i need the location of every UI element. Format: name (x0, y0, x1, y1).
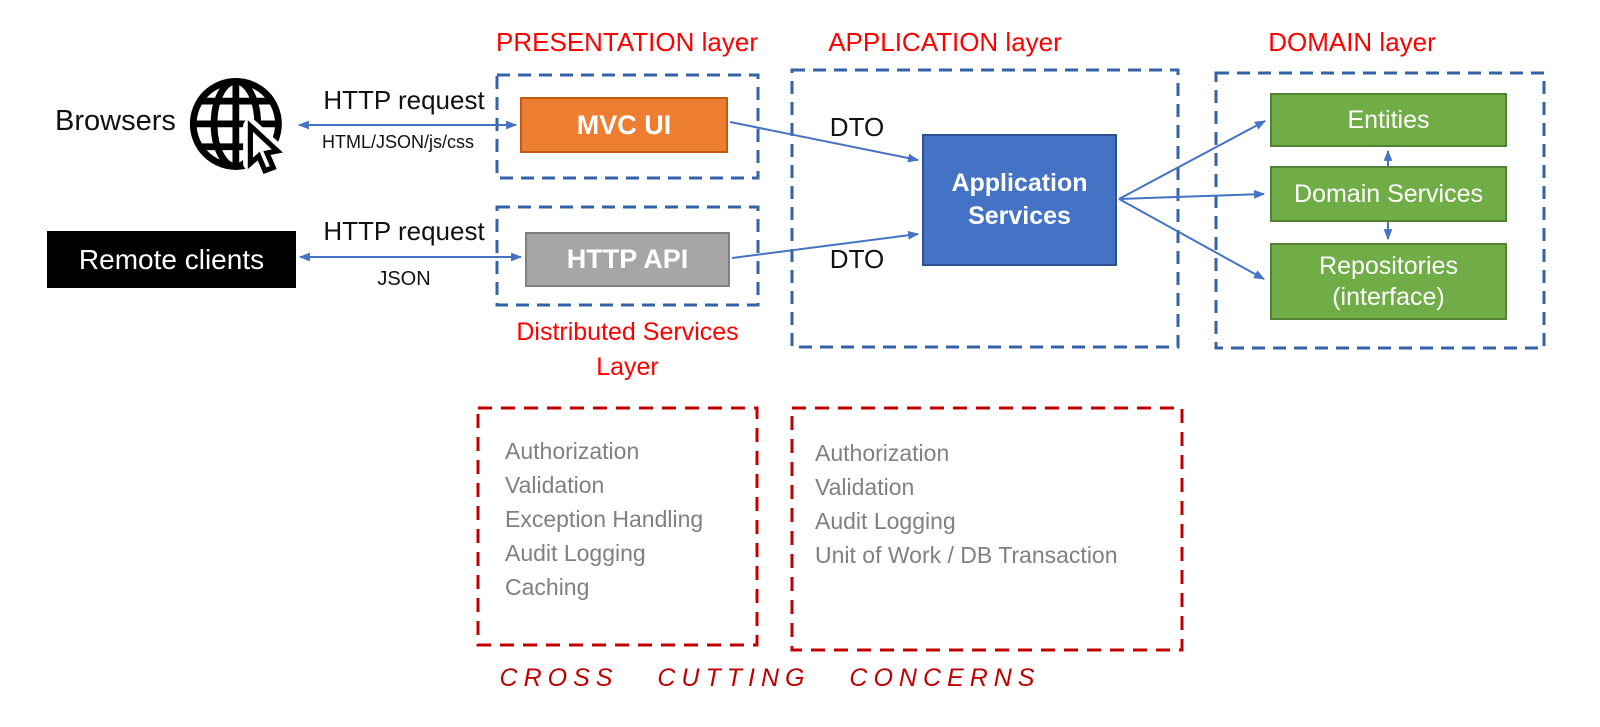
concern-item: Validation (815, 474, 915, 500)
browsers-label: Browsers (55, 105, 176, 137)
repositories-line2: (interface) (1332, 282, 1445, 311)
browser-response-label: HTML/JSON/js/css (321, 132, 475, 152)
application-layer-heading: APPLICATION layer (828, 27, 1062, 57)
mvcui-appservices-arrow (729, 121, 920, 163)
concern-item: Audit Logging (505, 540, 646, 566)
application-services-line1: Application (951, 169, 1088, 197)
entities-node: Entities (1270, 93, 1507, 147)
remote-response-label: JSON (377, 268, 431, 290)
domain-layer-heading: DOMAIN layer (1268, 27, 1436, 57)
concern-item: Authorization (815, 440, 950, 466)
appservices-domainservices-arrow (1118, 189, 1266, 200)
mvc-ui-node: MVC UI (520, 97, 728, 153)
browser-request-label: HTTP request (323, 85, 485, 115)
application-services-line2: Services (968, 202, 1071, 230)
domain-services-node: Domain Services (1270, 166, 1507, 222)
distributed-services-heading-line1: Distributed Services (516, 318, 739, 346)
distributed-services-heading-line2: Layer (596, 353, 659, 381)
dto-bottom-label: DTO (829, 244, 885, 274)
application-layer-box (790, 68, 1180, 349)
concern-item: Authorization (505, 438, 640, 464)
repositories-node: Repositories (interface) (1270, 243, 1507, 320)
application-services-node: Application Services (922, 134, 1117, 266)
appservices-entities-arrow (1118, 120, 1266, 200)
concern-item: Audit Logging (815, 508, 956, 534)
presentation-concerns-list: Authorization Validation Exception Handl… (505, 434, 703, 604)
cross-cutting-presentation-box (476, 406, 759, 647)
distributed-services-heading: Distributed Services Layer (497, 315, 758, 385)
distributed-services-layer-box (495, 205, 760, 307)
concern-item: Validation (505, 472, 605, 498)
httpapi-appservices-arrow (731, 230, 920, 259)
remote-clients-node: Remote clients (47, 231, 296, 288)
concern-item: Caching (505, 574, 590, 600)
appservices-repositories-arrow (1118, 198, 1265, 280)
cross-cutting-concerns-heading: CROSS CUTTING CONCERNS (499, 664, 1041, 692)
cross-cutting-application-box (790, 406, 1184, 652)
application-concerns-list: Authorization Validation Audit Logging U… (815, 436, 1118, 572)
concern-item: Unit of Work / DB Transaction (815, 542, 1118, 568)
globe-cursor-icon (186, 72, 294, 180)
presentation-layer-heading: PRESENTATION layer (496, 27, 758, 57)
concern-item: Exception Handling (505, 506, 704, 532)
repositories-line1: Repositories (1319, 251, 1458, 280)
domain-layer-box (1214, 71, 1546, 350)
remote-request-label: HTTP request (323, 216, 485, 246)
http-api-node: HTTP API (525, 232, 730, 287)
dto-top-label: DTO (829, 112, 885, 142)
